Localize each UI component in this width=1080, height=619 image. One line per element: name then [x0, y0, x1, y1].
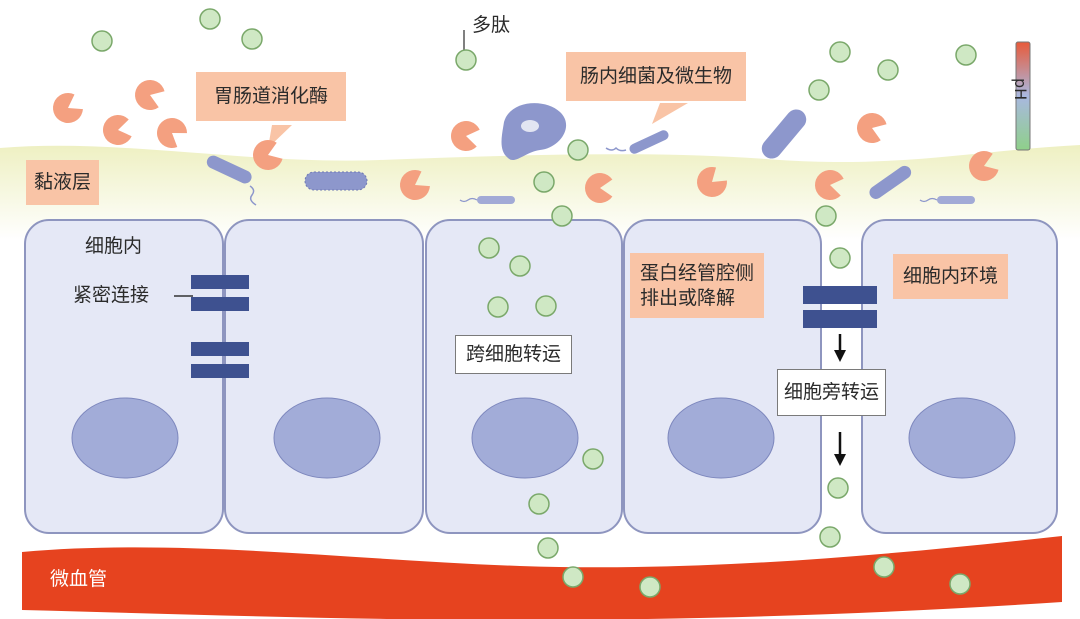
peptide-particle — [819, 526, 841, 548]
peptide-particle — [815, 205, 837, 227]
peptide-particle — [533, 171, 555, 193]
peptide-particle — [562, 566, 584, 588]
enzyme — [253, 140, 283, 170]
nucleus-2 — [273, 397, 381, 479]
cell-nuclei — [71, 397, 1016, 479]
nucleus-5 — [908, 397, 1016, 479]
transcellular-label: 跨细胞转运 — [455, 335, 573, 374]
enzyme — [157, 118, 187, 148]
tight-junction-label: 紧密连接 — [73, 284, 150, 306]
enzyme — [815, 170, 844, 200]
peptide-particle — [537, 537, 559, 559]
peptide-particle — [199, 8, 221, 30]
bacterium-icon — [206, 103, 975, 206]
enzyme-icon — [53, 80, 999, 204]
enzyme — [585, 173, 613, 204]
peptide-particle — [509, 255, 531, 277]
peptide-particle — [241, 28, 263, 50]
peptide-particle — [528, 493, 550, 515]
peptide-particle — [829, 41, 851, 63]
peptide-particle — [551, 205, 573, 227]
enzyme — [451, 121, 480, 151]
peptide-particle — [829, 247, 851, 269]
nucleus-1 — [71, 397, 179, 479]
ph-label: pH — [1011, 78, 1030, 101]
efflux-label: 蛋白经管腔侧 排出或降解 — [630, 253, 765, 319]
peptide-particle — [808, 79, 830, 101]
enzyme — [53, 93, 83, 123]
cell-2 — [224, 219, 424, 534]
intracellular-label: 细胞内 — [85, 235, 143, 257]
enzyme — [135, 80, 165, 110]
enzyme — [697, 167, 727, 197]
nucleus-4 — [667, 397, 775, 479]
peptide-particle — [455, 49, 477, 71]
mucus-label: 黏液层 — [26, 160, 100, 205]
peptide-particle — [955, 44, 977, 66]
enzyme — [969, 151, 999, 181]
peptide-particle — [827, 477, 849, 499]
peptide-particle — [949, 573, 971, 595]
enzyme — [400, 170, 430, 200]
nucleus-3 — [471, 397, 579, 479]
intracellular-env-label: 细胞内环境 — [893, 254, 1009, 299]
peptide-particle — [873, 556, 895, 578]
peptide-particle — [639, 576, 661, 598]
peptide-label: 多肽 — [472, 14, 511, 36]
microbe-callout-tail — [652, 103, 688, 124]
capillary-vessel — [22, 536, 1062, 619]
enzyme — [103, 115, 132, 145]
peptide-particle — [487, 296, 509, 318]
tight-junction-icon — [191, 275, 877, 378]
gi-enzyme-label: 胃肠道消化酶 — [196, 72, 347, 121]
peptide-particle — [478, 237, 500, 259]
gut-microbe-label: 肠内细菌及微生物 — [566, 52, 747, 101]
peptide-particle — [91, 30, 113, 52]
ph-gradient-icon — [1015, 41, 1031, 151]
enzyme — [857, 113, 887, 143]
peptide-particle — [877, 59, 899, 81]
peptide-particle — [567, 139, 589, 161]
arrow-down-icon — [834, 334, 846, 466]
capillary-label: 微血管 — [50, 568, 108, 590]
paracellular-label: 细胞旁转运 — [777, 369, 887, 416]
peptide-particle — [582, 448, 604, 470]
peptide-particle-icon — [91, 8, 977, 598]
peptide-particle — [535, 295, 557, 317]
